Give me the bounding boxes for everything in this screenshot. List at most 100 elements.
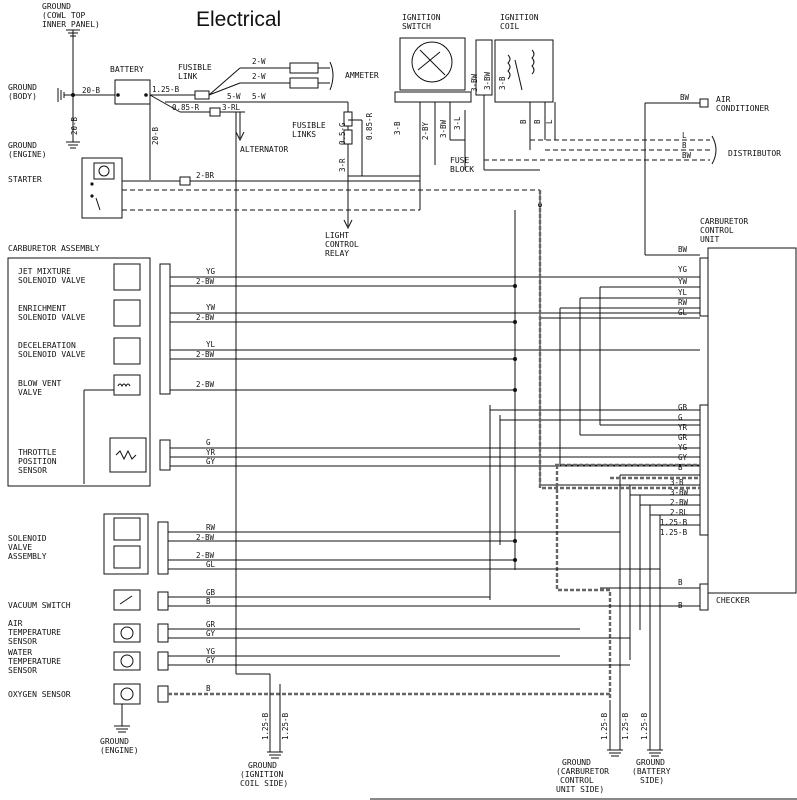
svg-text:GROUND: GROUND xyxy=(8,83,37,92)
fuse-icon xyxy=(289,77,319,89)
coil-winding-icon xyxy=(531,49,535,75)
wire-label: YG xyxy=(206,267,216,276)
svg-text:SENSOR: SENSOR xyxy=(18,466,47,475)
shielded-cable xyxy=(538,190,700,490)
wire-label: 2-BW xyxy=(196,277,215,286)
carburetor-assembly-label: CARBURETOR ASSEMBLY xyxy=(8,244,100,253)
svg-text:SIDE): SIDE) xyxy=(640,776,664,785)
wire-label: 3-BW xyxy=(483,71,492,90)
carburetor-control-unit-label: CARBURETOR CONTROL UNIT xyxy=(700,217,748,244)
svg-text:3-B: 3-B xyxy=(670,478,684,487)
wire-label: B xyxy=(682,141,687,150)
ground-icon xyxy=(647,749,663,757)
deceleration-label: DECELERATION SOLENOID VALVE xyxy=(18,341,86,359)
svg-text:(BATTERY: (BATTERY xyxy=(632,767,671,776)
wire-label: 1.25-B xyxy=(261,712,270,740)
wire-label: 20-B xyxy=(151,126,160,145)
svg-text:GROUND: GROUND xyxy=(42,2,71,11)
wire-label: 0.5-G xyxy=(338,122,347,145)
wire-label: 0.85-R xyxy=(365,112,374,140)
wire-label: 3-L xyxy=(453,116,462,130)
starter-motor-icon xyxy=(93,162,115,180)
ccu-bottom-wires xyxy=(490,409,700,526)
carb-connector-a xyxy=(159,263,171,395)
coil-winding-icon xyxy=(507,54,511,80)
svg-text:3-BW: 3-BW xyxy=(670,488,689,497)
ground-icon xyxy=(607,749,623,757)
solenoid-valve-icon xyxy=(113,545,141,569)
svg-text:LIGHT: LIGHT xyxy=(325,231,349,240)
svg-text:1.25-B: 1.25-B xyxy=(660,528,688,537)
svg-text:YR: YR xyxy=(678,423,688,432)
wire-label: BW xyxy=(682,151,692,160)
svg-text:YL: YL xyxy=(678,288,688,297)
wire-label: 2-BW xyxy=(196,380,215,389)
wire-label: 2-BW xyxy=(196,533,215,542)
svg-text:GROUND: GROUND xyxy=(562,758,591,767)
wire-label: 1.25-B xyxy=(600,712,609,740)
svg-text:FUSIBLE: FUSIBLE xyxy=(178,63,212,72)
wire-label: B xyxy=(678,601,683,610)
svg-text:YG: YG xyxy=(678,265,688,274)
connector-icon xyxy=(157,623,169,643)
svg-text:FUSIBLE: FUSIBLE xyxy=(292,121,326,130)
svg-text:GR: GR xyxy=(678,433,688,442)
wire-label: 1.25-B xyxy=(281,712,290,740)
wire-label: GY xyxy=(206,656,216,665)
solenoid-valve-assembly-box xyxy=(103,513,149,575)
wire-label: YL xyxy=(206,340,216,349)
wire-label: 2-W xyxy=(252,72,266,81)
svg-text:ENRICHMENT: ENRICHMENT xyxy=(18,304,66,313)
wire-label: GY xyxy=(206,457,216,466)
ground-body-icon xyxy=(57,88,73,102)
svg-text:1.25-B: 1.25-B xyxy=(660,518,688,527)
svg-text:BLOW VENT: BLOW VENT xyxy=(18,379,62,388)
wire-label: B xyxy=(206,597,211,606)
air-temp-sensor-icon xyxy=(113,623,141,643)
wire-label: 2-BW xyxy=(196,350,215,359)
svg-text:(COWL TOP: (COWL TOP xyxy=(42,11,86,20)
air-temp-sensor-label: AIR TEMPERATURE SENSOR xyxy=(8,619,61,646)
wire-label: YR xyxy=(206,448,216,457)
ignition-switch-label: IGNITION SWITCH xyxy=(402,13,441,31)
checker-label: CHECKER xyxy=(716,596,750,605)
ccu-pin-labels-bottom: GB G YR GR YG GY B 3-B 3-BW 2-BW 2-RL 1.… xyxy=(660,403,689,537)
ccu-connector-bottom xyxy=(699,404,709,536)
svg-text:(IGNITION: (IGNITION xyxy=(240,770,284,779)
svg-text:VALVE: VALVE xyxy=(18,388,42,397)
light-control-relay-label: LIGHT CONTROL RELAY xyxy=(325,231,359,258)
ground-engine-bottom-label: GROUND (ENGINE) xyxy=(100,737,139,755)
ignition-coil-icon xyxy=(494,39,554,103)
wire-label: 1.25-B xyxy=(152,85,180,94)
svg-text:SOLENOID: SOLENOID xyxy=(8,534,47,543)
svg-text:COIL SIDE): COIL SIDE) xyxy=(240,779,288,788)
solenoid-valve-assembly-label: SOLENOID VALVE ASSEMBLY xyxy=(8,534,47,561)
ignition-switch-icon xyxy=(399,37,466,91)
svg-text:GB: GB xyxy=(678,403,688,412)
ground-wires-bottom xyxy=(235,505,661,752)
svg-text:WATER: WATER xyxy=(8,648,32,657)
vacuum-switch-label: VACUUM SWITCH xyxy=(8,601,71,610)
connector-icon xyxy=(157,521,169,575)
ground-body-label: GROUND (BODY) xyxy=(8,83,37,101)
wire-label: GL xyxy=(206,560,216,569)
wire-label: 2-W xyxy=(252,57,266,66)
svg-text:SENSOR: SENSOR xyxy=(8,637,37,646)
fusible-link-icon xyxy=(194,90,210,100)
wire-label: G xyxy=(206,438,211,447)
wire-label: GR xyxy=(206,620,216,629)
fusible-link-label: FUSIBLE LINK xyxy=(178,63,212,81)
carburetor-assembly-box xyxy=(7,257,151,487)
svg-text:GROUND: GROUND xyxy=(8,141,37,150)
wire-label: 20-B xyxy=(70,116,79,135)
svg-text:G: G xyxy=(678,413,683,422)
svg-text:(CARBURETOR: (CARBURETOR xyxy=(556,767,609,776)
solenoid-valve-icon xyxy=(113,517,141,541)
wire-label: 1.25-B xyxy=(621,712,630,740)
wire-label: 3-B xyxy=(498,76,507,90)
solenoid-valve-icon xyxy=(113,299,141,327)
svg-text:2-BW: 2-BW xyxy=(670,498,689,507)
alternator-label: ALTERNATOR xyxy=(240,145,288,154)
svg-text:RW: RW xyxy=(678,298,688,307)
svg-text:AIR: AIR xyxy=(8,619,23,628)
